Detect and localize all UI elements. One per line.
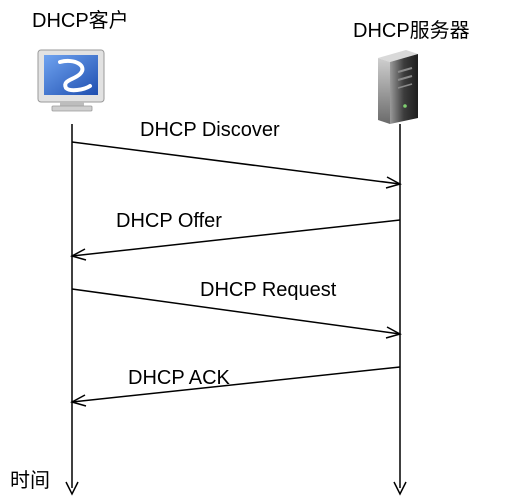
message-request: DHCP Request xyxy=(71,279,402,339)
tower-server-icon xyxy=(378,50,418,124)
message-discover: DHCP Discover xyxy=(71,119,402,189)
message-offer: DHCP Offer xyxy=(70,210,401,261)
desktop-computer-icon xyxy=(37,49,105,112)
message-offer-label: DHCP Offer xyxy=(116,210,222,232)
message-ack: DHCP ACK xyxy=(70,366,401,407)
time-axis-label: 时间 xyxy=(10,469,50,492)
message-ack-label: DHCP ACK xyxy=(128,367,231,389)
lifelines xyxy=(65,124,407,496)
message-request-label: DHCP Request xyxy=(200,279,337,301)
client-label: DHCP客户 xyxy=(32,9,129,32)
client-lifeline-arrowhead xyxy=(65,481,79,496)
message-discover-label: DHCP Discover xyxy=(140,119,280,141)
server-label: DHCP服务器 xyxy=(353,19,470,42)
server-lifeline-arrowhead xyxy=(393,481,407,496)
